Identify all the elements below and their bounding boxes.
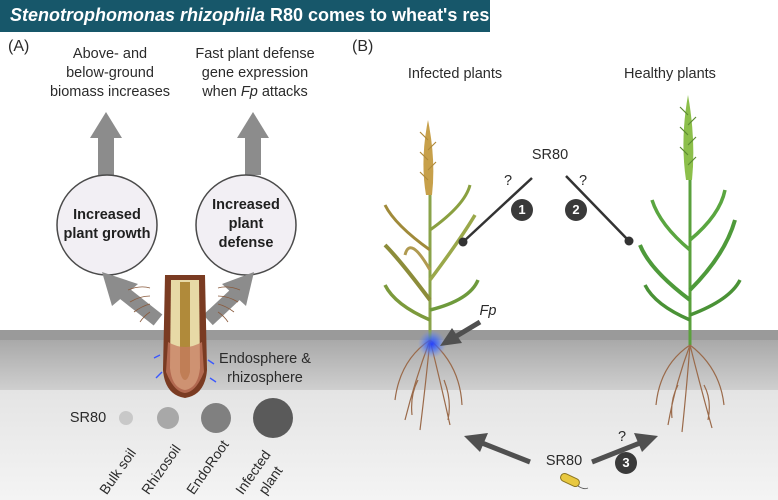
arrow-sr80-to-infected (464, 433, 531, 465)
sr80-dot-bulk-soil (119, 411, 133, 425)
outcome-defense-line1: Fast plant defense (195, 46, 315, 62)
healthy-wheat-plant (638, 95, 742, 433)
outcome-biomass-label: Above- and below-ground biomass increase… (40, 45, 180, 102)
panel-a-letter: (A) (8, 38, 30, 55)
arrow-growth-up (90, 112, 122, 175)
sr80-gradient-label: SR80 (69, 410, 107, 426)
sr80-bacterium-icon (560, 472, 589, 490)
outcome-defense-line3: when Fp attacks (180, 83, 330, 102)
panel-b-letter: (B) (352, 38, 374, 55)
step-1-number: 1 (518, 202, 526, 217)
step-badge-3 (615, 452, 637, 474)
figure-title: Stenotrophomonas rhizophila R80 comes to… (10, 5, 520, 26)
endosphere-rhizosphere-label: Endosphere & rhizosphere (210, 350, 320, 388)
arrow-root-to-growth (102, 272, 163, 326)
sr80-top-label: SR80 (531, 147, 569, 163)
arrow-sr80-to-healthy (591, 433, 658, 465)
step-badge-2 (565, 199, 587, 221)
title-banner: Stenotrophomonas rhizophila R80 comes to… (0, 0, 520, 32)
circle-defense-line2: plant (228, 216, 264, 232)
healthy-plants-label: Healthy plants (624, 66, 716, 82)
arrow-defense-up (237, 112, 269, 175)
circle-defense-text: Increased plant defense (196, 196, 296, 253)
question-mark-3: ? (617, 429, 627, 445)
soil-background (0, 330, 778, 500)
circle-defense-line1: Increased (212, 197, 280, 213)
arrow-root-to-defense (203, 272, 254, 326)
outcome-biomass-line3: biomass increases (49, 84, 171, 100)
infection-site-glow (418, 330, 446, 358)
infected-plants-label: Infected plants (407, 66, 503, 82)
circle-growth-line2: plant growth (63, 226, 151, 242)
sr80-bottom-label: SR80 (545, 453, 583, 469)
step-badge-1 (511, 199, 533, 221)
outcome-defense-line3-pre: when (202, 84, 241, 100)
circle-growth-line1: Increased (73, 207, 141, 223)
title-rest: R80 comes to wheat's rescue (265, 5, 521, 25)
endosphere-line1: Endosphere & (219, 351, 311, 367)
outcome-biomass-line2: below-ground (66, 65, 154, 81)
outcome-defense-line2: gene expression (201, 65, 309, 81)
root-illustration (127, 275, 241, 398)
outcome-defense-label: Fast plant defense gene expression when … (180, 45, 330, 102)
title-species: Stenotrophomonas rhizophila (10, 5, 265, 25)
step-2-number: 2 (572, 202, 580, 217)
fp-label: Fp (479, 303, 497, 319)
circle-defense-line3: defense (218, 235, 274, 251)
outcome-defense-line3-fp: Fp (240, 84, 258, 100)
endosphere-line2: rhizosphere (227, 370, 303, 386)
circle-growth-text: Increased plant growth (57, 206, 157, 244)
step-3-number: 3 (622, 455, 630, 470)
connector-sr80-to-healthy (565, 175, 634, 246)
fp-attack-arrow (440, 319, 482, 346)
question-mark-1: ? (503, 173, 513, 189)
infected-wheat-plant (383, 120, 480, 431)
connector-sr80-to-infected (458, 177, 533, 247)
sr80-dot-infected-plant (253, 398, 293, 438)
question-mark-2: ? (578, 173, 588, 189)
outcome-defense-line3-post: attacks (257, 84, 308, 100)
outcome-biomass-line1: Above- and (72, 46, 148, 62)
sr80-dot-endoroot (201, 403, 231, 433)
sr80-dot-rhizosoil (157, 407, 179, 429)
